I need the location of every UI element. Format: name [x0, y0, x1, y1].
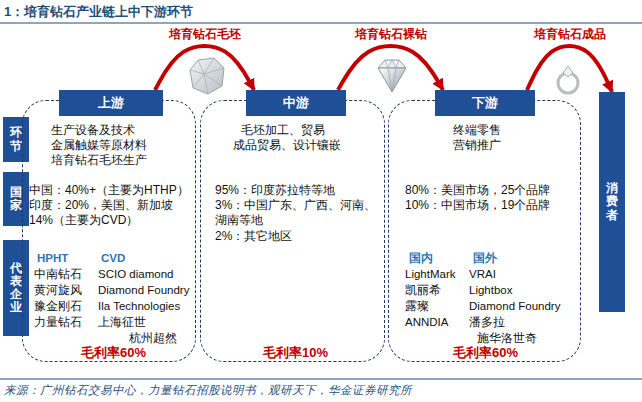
stage-text: Diamond Foundry [98, 283, 189, 298]
stage-text: 豫金刚石 [34, 299, 82, 314]
stage-text: HPHT [37, 251, 68, 266]
stage-text: 施华洛世奇 [477, 331, 537, 346]
stage-text: 10%：中国市场，19个品牌 [405, 198, 550, 213]
stage-text: 中国：40%+（主要为HTHP） [29, 183, 189, 198]
stage-text: 国内 [409, 251, 433, 266]
stage-region: 毛坯加工、贸易成品贸易、设计镶嵌 95%：印度苏拉特等地3%：中国广东、广西、河南… [200, 100, 385, 362]
stage-text: CVD [101, 251, 125, 266]
stage-text: 黄河旋风 [34, 283, 82, 298]
stage-text: 毛利率60% [81, 345, 146, 360]
stage-text: 潘多拉 [469, 315, 505, 330]
stage-text: 80%：美国市场，25个品牌 [405, 183, 550, 198]
stage-text: 上海征世 [98, 315, 146, 330]
stage-text: 营销推广 [453, 138, 501, 153]
stage-text: VRAI [469, 267, 496, 282]
stage-text: 凯丽希 [405, 283, 441, 298]
stage-text: SCIO diamond [98, 267, 173, 282]
rough-diamond-picture [190, 58, 224, 94]
stage-text: LightMark [405, 267, 456, 282]
stage-text: 毛坯加工、贸易 [241, 123, 325, 138]
stage-text: 杭州超然 [129, 331, 177, 346]
stage-text: Diamond Foundry [469, 299, 560, 314]
stage-text: 力量钻石 [34, 315, 82, 330]
stage-text: 中南钻石 [34, 267, 82, 282]
stage-text: 3%：中国广东、广西、河南、湖南等地 [215, 198, 377, 228]
flow-label: 培育钻石毛坯 [167, 27, 243, 42]
vertical-label: 消费者 [606, 182, 618, 222]
row-label: 环节 [3, 117, 29, 162]
consumer-bar: 消费者 [599, 92, 625, 312]
stage-text: 生产设备及技术 [51, 123, 135, 138]
stage-text: 95%：印度苏拉特等地 [215, 183, 335, 198]
ring-picture [558, 66, 578, 93]
figure-title: 1：培育钻石产业链上中下游环节 [4, 3, 193, 21]
stage-text: 成品贸易、设计镶嵌 [233, 138, 341, 153]
stage-region: 生产设备及技术金属触媒等原材料培育钻石毛坯生产中国：40%+（主要为HTHP）印… [22, 100, 196, 362]
vertical-label: 环节 [10, 126, 22, 152]
flow-arrow [155, 46, 254, 90]
stage-text: 国外 [473, 251, 497, 266]
stage-text: 露璨 [405, 299, 429, 314]
row-label: 代表企业 [3, 240, 29, 336]
vertical-label: 代表企业 [10, 262, 22, 315]
flow-arrow [338, 46, 443, 90]
stage-text: 14%（主要为CVD） [29, 213, 138, 228]
caption-rule [0, 379, 642, 380]
stage-region: 终端零售营销推广 80%：美国市场，25个品牌10%：中国市场，19个品牌国内 国外… [388, 100, 581, 362]
source-caption: 来源：广州钻石交易中心，力量钻石招股说明书，观研天下，华金证券研究所 [4, 383, 412, 398]
stage-text: Ila Technologies [98, 299, 180, 314]
stage-text: 培育钻石毛坯生产 [51, 153, 147, 168]
flow-arrow [527, 46, 612, 92]
stage-text: 毛利率60% [453, 345, 518, 360]
stage-text: 2%：其它地区 [215, 229, 292, 244]
stage-header: 上游 [59, 90, 163, 116]
stage-text: 终端零售 [453, 123, 501, 138]
stage-text: ANNDIA [405, 315, 448, 330]
stage-header: 下游 [435, 90, 535, 116]
header-label: 下游 [472, 95, 498, 111]
stage-text: 印度：20%，美国、新加坡 [29, 198, 173, 213]
flow-label: 培育钻石成品 [532, 27, 608, 42]
row-label: 国家 [3, 172, 29, 226]
vertical-label: 国家 [10, 186, 22, 212]
header-label: 中游 [283, 95, 309, 111]
flow-label: 培育钻石裸钻 [353, 27, 429, 42]
stage-header: 中游 [246, 90, 346, 116]
stage-text: 金属触媒等原材料 [51, 138, 147, 153]
cut-diamond-picture [378, 60, 406, 92]
stage-text: 毛利率10% [263, 345, 328, 360]
header-label: 上游 [98, 95, 124, 111]
stage-text: Lightbox [469, 283, 512, 298]
title-rule [0, 23, 642, 24]
